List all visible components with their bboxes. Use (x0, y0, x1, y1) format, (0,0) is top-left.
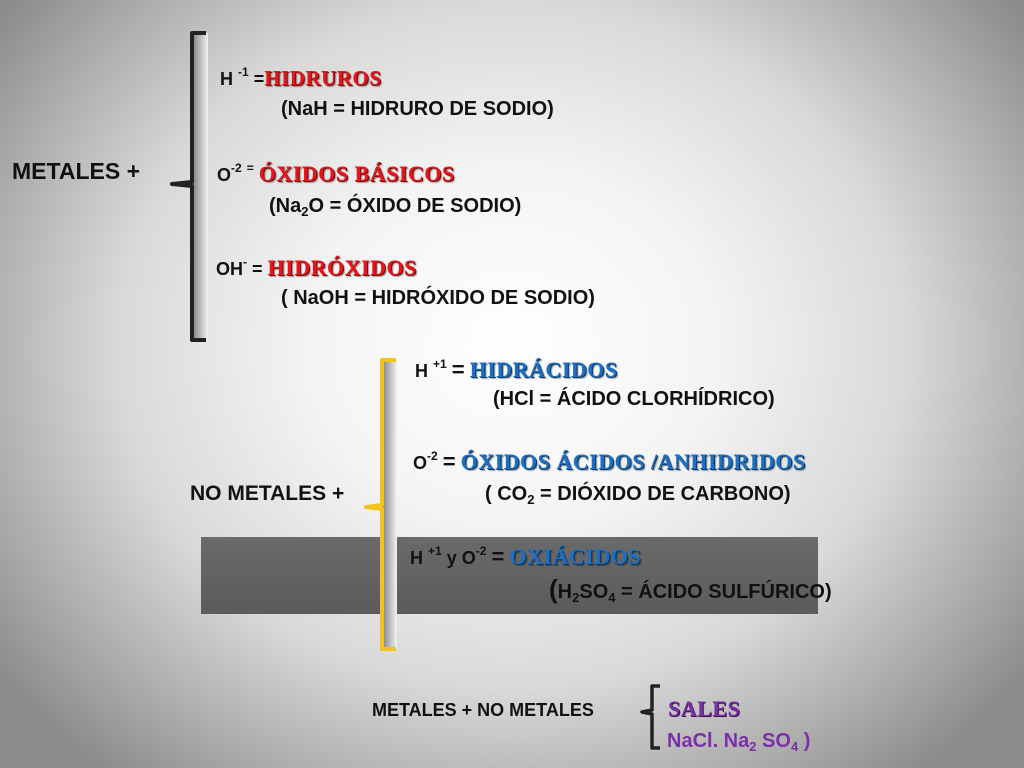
metales-label: METALES + (12, 158, 141, 184)
ion-base: H (415, 361, 428, 381)
ion-charge: -2 (231, 161, 242, 175)
hidroxidos-example: ( NaOH = HIDRÓXIDO DE SODIO) (281, 287, 595, 309)
equals-sign: = (246, 161, 254, 175)
ion-charge: +1 (428, 544, 442, 558)
oxidos-acidos-example: ( CO2 = DIÓXIDO DE CARBONO) (485, 483, 791, 507)
sales-name: SALES (668, 696, 741, 721)
ion2-charge: -2 (475, 544, 487, 558)
equals-sign: = (442, 449, 456, 474)
equals-sign: = (253, 69, 265, 89)
ion-charge: - (243, 255, 247, 269)
hidruros-example: (NaH = HIDRURO DE SODIO) (281, 98, 554, 120)
sales-label: METALES + NO METALES (372, 700, 594, 720)
hidracidos-row: H +1 = HIDRÁCIDOS (415, 357, 618, 382)
ion-charge: +1 (433, 357, 447, 371)
ion-base: O (217, 165, 232, 185)
sales-bracket (640, 684, 660, 750)
no-metales-bracket (364, 358, 397, 651)
oxidos-acidos-name: ÓXIDOS ÁCIDOS /ANHIDRIDOS (460, 449, 806, 474)
ion2-base: O (461, 548, 476, 568)
ion-base: H (410, 548, 423, 568)
oxiacidos-row: H +1 y O-2 = OXIÁCIDOS (410, 544, 641, 569)
no-metales-label: NO METALES + (190, 482, 345, 505)
oxidos-acidos-row: O-2 = ÓXIDOS ÁCIDOS /ANHIDRIDOS (413, 449, 806, 474)
oxidos-basicos-example: (Na2O = ÓXIDO DE SODIO) (269, 195, 522, 219)
hidruros-name: HIDRUROS (264, 66, 382, 90)
hidroxidos-name: HIDRÓXIDOS (267, 255, 417, 280)
ion-base: O (413, 453, 428, 473)
oxiacidos-name: OXIÁCIDOS (509, 544, 641, 569)
ion-base: OH (216, 259, 243, 279)
hidruros-row: H -1 =HIDRUROS (220, 65, 382, 90)
oxidos-basicos-name: ÓXIDOS BÁSICOS (258, 161, 455, 186)
ion-charge: -2 (427, 449, 438, 463)
conjunction: y (446, 548, 457, 568)
equals-sign: = (491, 544, 505, 569)
metales-bracket (170, 31, 208, 342)
sales-example: NaCl. Na2 SO4 ) (667, 730, 811, 754)
oxiacidos-example: (H2SO4 = ÁCIDO SULFÚRICO) (549, 574, 832, 605)
ion-charge: -1 (238, 65, 249, 79)
gray-highlight-bar (201, 537, 818, 614)
hidracidos-example: (HCl = ÁCIDO CLORHÍDRICO) (493, 388, 775, 410)
oxidos-basicos-row: O-2 = ÓXIDOS BÁSICOS (217, 161, 455, 186)
equals-sign: = (252, 259, 263, 279)
equals-sign: = (451, 357, 465, 382)
hidroxidos-row: OH- = HIDRÓXIDOS (216, 255, 417, 280)
ion-base: H (220, 69, 233, 89)
hidracidos-name: HIDRÁCIDOS (469, 357, 618, 382)
